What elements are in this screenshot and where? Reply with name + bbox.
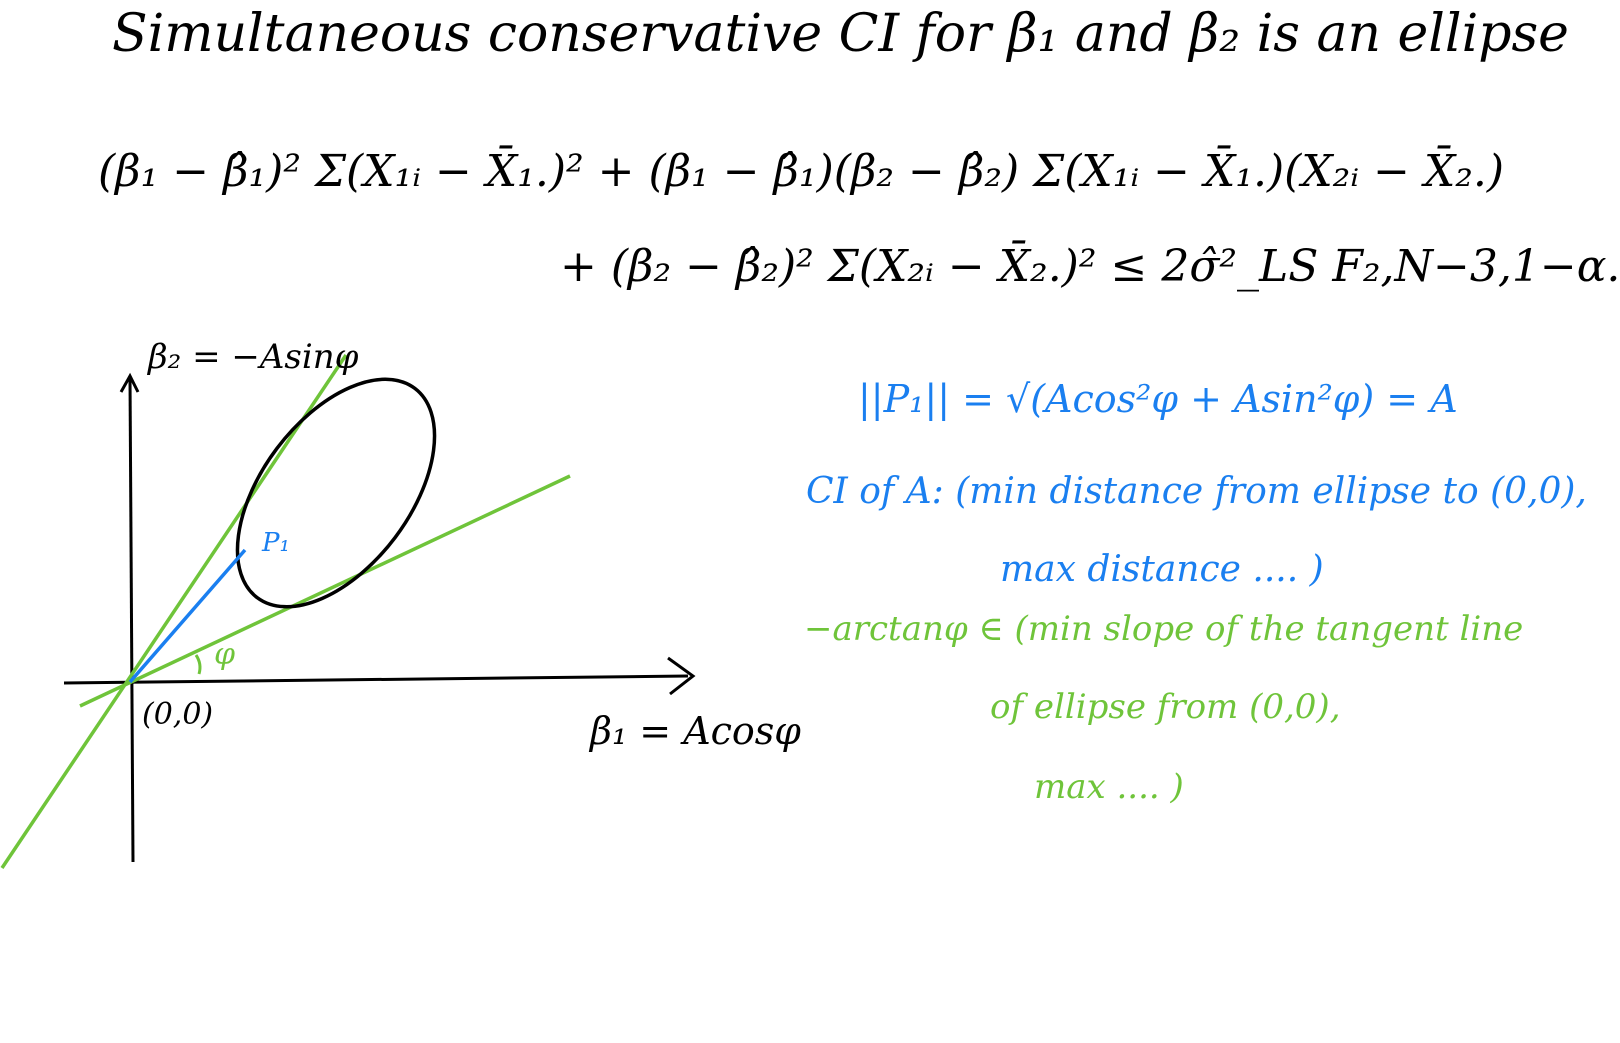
angle-phi-label: φ: [214, 637, 236, 672]
point-p1-label: P₁: [262, 528, 290, 558]
origin-label: (0,0): [142, 697, 214, 732]
ci-of-a-line-1: CI of A: (min distance from ellipse to (…: [806, 471, 1587, 512]
equation-line-1: (β₁ − β̂₁)² Σ(X₁ᵢ − X̄₁.)² + (β₁ − β̂₁)(…: [98, 146, 1505, 197]
arctan-line-2: of ellipse from (0,0),: [990, 687, 1341, 727]
arctan-line-3: max .... ): [1034, 767, 1184, 807]
norm-formula: ||P₁|| = √(Acos²φ + Asin²φ) = A: [858, 377, 1458, 421]
tangent-line-shallow: [79, 474, 571, 708]
equation-line-2: + (β₂ − β̂₂)² Σ(X₂ᵢ − X̄₂.)² ≤ 2σ̂²_LS F…: [560, 241, 1620, 292]
p1-vector: [128, 548, 247, 684]
phi-angle-arc: [194, 654, 202, 675]
confidence-ellipse: [235, 377, 437, 609]
y-axis: [128, 377, 135, 863]
y-axis-arrowhead: [119, 372, 140, 393]
x-axis-arrowhead: [667, 656, 696, 696]
y-axis-label: β₂ = −Asinφ: [148, 337, 359, 377]
page-title: Simultaneous conservative CI for β₁ and …: [112, 4, 1569, 64]
arctan-line-1: −arctanφ ∈ (min slope of the tangent lin…: [804, 609, 1524, 649]
ci-of-a-line-2: max distance .... ): [1000, 549, 1324, 590]
x-axis: [63, 674, 689, 685]
tangent-line-steep: [0, 354, 348, 869]
x-axis-label: β₁ = Acosφ: [590, 709, 801, 753]
